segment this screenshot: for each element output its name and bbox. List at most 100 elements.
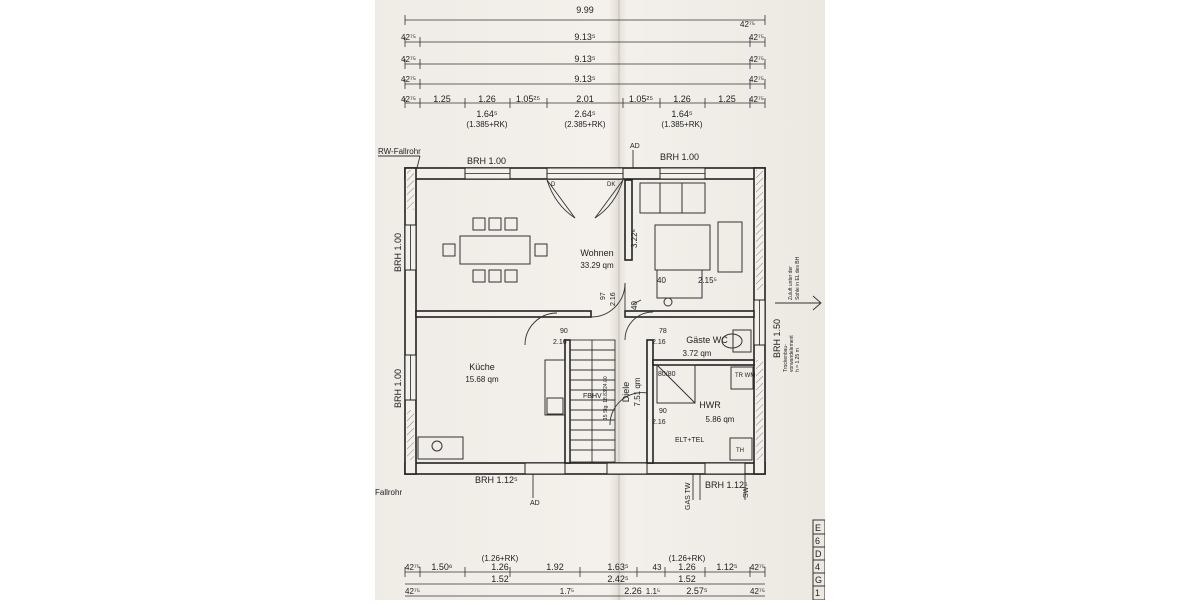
- tr-wm-label: TR WM: [735, 373, 755, 379]
- dim-bottom-r1-0: 42⁷⁵: [405, 563, 420, 572]
- dim-row5-4: 2.01: [576, 94, 594, 104]
- dim-bottom-r2-1: 2.42⁵: [607, 574, 629, 584]
- dining-table-group: [442, 217, 548, 283]
- dim-row4-left: 42⁷⁵: [401, 75, 416, 84]
- room-area-gaeste-wc: 3.72 qm: [683, 349, 712, 358]
- title-block-1: 6: [815, 536, 820, 546]
- brh-top-left: BRH 1.00: [467, 156, 506, 166]
- room-area-diele: 7.51 qm: [633, 377, 642, 406]
- rw-fallrohr-label: RW-Fallrohr: [378, 147, 421, 156]
- height-322-label: 3.22⁶: [630, 229, 639, 248]
- dim-row5-0: 42⁷⁵: [401, 95, 416, 104]
- door-78-height: 2.16: [652, 339, 666, 346]
- shower-label: 80/80: [658, 371, 676, 378]
- dim-bottom-r1-5: 1.63⁵: [607, 562, 629, 572]
- dim-row5-3: 1.05²⁵: [516, 94, 541, 104]
- wall-hwr-left: [646, 339, 654, 464]
- len-40b-label: 40: [630, 301, 639, 310]
- title-block-3: 4: [815, 562, 820, 572]
- door-90b-label: 90: [659, 408, 667, 415]
- side-sofa: [717, 221, 743, 273]
- dim-row5-8: 42⁷⁵: [749, 95, 764, 104]
- wall-kitchen-top: [415, 310, 592, 318]
- room-name-kueche: Küche: [469, 362, 495, 372]
- room-area-wohnen: 33.29 qm: [580, 261, 614, 270]
- dim-row2-left: 42⁷⁵: [401, 33, 416, 42]
- dim-row3-left: 42⁷⁵: [401, 55, 416, 64]
- door-90a-height: 2.16: [553, 339, 567, 346]
- dim-total-row3: 9.13⁵: [574, 54, 596, 64]
- dim-bottom-r3-2: 2.26: [624, 586, 642, 596]
- opening-width-center: 2.64⁵: [574, 109, 596, 119]
- dim-row5-2: 1.26: [478, 94, 496, 104]
- dim-row2-right: 42⁷⁵: [749, 33, 764, 42]
- dim-row5-7: 1.25: [718, 94, 736, 104]
- door-90b-height: 2.16: [652, 419, 666, 426]
- dim-bottom-r1-6: 43: [653, 563, 662, 572]
- dim-total-row4: 9.13⁵: [574, 74, 596, 84]
- side-note-5: h = 1.25 m: [795, 348, 801, 372]
- brh-left-lower: BRH 1.00: [393, 369, 403, 408]
- dim-bottom-r3-3: 1.1⁵: [646, 587, 660, 596]
- side-note-2: Sohle in EL des BH: [795, 256, 801, 300]
- brh-bottom-right: BRH 1.12⁵: [705, 480, 748, 490]
- th-label: TH: [736, 448, 744, 454]
- opening-width-left: 1.64⁵: [476, 109, 498, 119]
- title-block-2: D: [815, 549, 822, 559]
- doors: [524, 179, 654, 426]
- dim-bottom-r3-0: 42⁷⁵: [405, 587, 420, 596]
- ad-top-label: AD: [630, 143, 640, 150]
- opening-note-right: (1.385+RK): [661, 120, 702, 129]
- shower-tray: [656, 364, 696, 404]
- dim-row5-5: 1.05²⁵: [629, 94, 654, 104]
- dim-bottom-r1-3: 1.26: [491, 562, 509, 572]
- exterior-annotations: RW-Fallrohr BRH 1.00 BRH 1.00 AD BRH 1.0…: [375, 143, 822, 510]
- dim-bottom-r3-4: 2.57⁵: [686, 586, 708, 596]
- dim-row5-1: 1.25: [433, 94, 451, 104]
- wall-wc-top: [624, 310, 755, 318]
- dim-bottom-r1-8: 1.26: [678, 562, 696, 572]
- kitchen-units: [417, 359, 566, 460]
- title-block-4: G: [815, 575, 822, 585]
- kitchen-counter: [544, 359, 566, 416]
- dim-bottom-r1-10: 42⁷⁵: [750, 563, 765, 572]
- dim-bottom-r1-4: 1.92: [546, 562, 564, 572]
- door-97-label: 97: [600, 292, 607, 300]
- wc-fixtures: [656, 329, 754, 461]
- kitchen-sink-unit: [417, 436, 464, 460]
- sw-label: SW: [743, 486, 750, 498]
- dim-bottom-r1-1: 1.50⁶: [431, 562, 453, 572]
- interior-annotations: 3.22⁶ 40 2.15⁵ 40 97 2.16 90 2.16 78 2.1…: [553, 229, 755, 454]
- sofa-group: [639, 182, 743, 307]
- bottom-dimension-chains: 42⁷⁵ 1.50⁶ (1.26+RK) 1.26 1.92 1.63⁵ 43 …: [404, 554, 766, 597]
- staircase: [569, 339, 616, 463]
- elt-tel-label: ELT+TEL: [675, 437, 704, 444]
- dim-bottom-r1-2: (1.26+RK): [482, 554, 519, 563]
- dim-bottom-r3-5: 42⁷⁵: [750, 587, 765, 596]
- dim-row4-right: 42⁷⁵: [749, 75, 764, 84]
- top-dimension-chains: 9.99 42⁷⁵ 42⁷⁵ 9.13⁵ 42⁷⁵ 42⁷⁵ 9.13⁵ 42⁷…: [401, 5, 766, 129]
- room-name-wohnen: Wohnen: [580, 248, 613, 258]
- title-block-5: 1: [815, 588, 820, 598]
- gas-tw-label: GAS TW: [685, 482, 692, 510]
- floor-plan-drawing: 9.99 42⁷⁵ 42⁷⁵ 9.13⁵ 42⁷⁵ 42⁷⁵ 9.13⁵ 42⁷…: [375, 0, 826, 601]
- door-97-height: 2.16: [610, 292, 617, 306]
- room-name-gaeste-wc: Gäste WC: [686, 335, 728, 345]
- fallrohr-label: Fallrohr: [375, 488, 402, 497]
- door-dk-label: DK: [607, 182, 615, 188]
- dim-bottom-r2-2: 1.52: [678, 574, 696, 584]
- len-215-label: 2.15⁵: [698, 276, 717, 285]
- room-name-diele: Diele: [621, 382, 631, 403]
- dim-bottom-r3-1: 1.7⁵: [560, 587, 574, 596]
- brh-top-right: BRH 1.00: [660, 152, 699, 162]
- room-name-hwr: HWR: [699, 400, 721, 410]
- opening-note-left: (1.385+RK): [466, 120, 507, 129]
- dining-table: [459, 235, 531, 265]
- side-note-3: Trockenbau-: [783, 344, 789, 372]
- heat-unit: [729, 437, 753, 461]
- room-area-hwr: 5.86 qm: [706, 415, 735, 424]
- opening-note-center: (2.385+RK): [564, 120, 605, 129]
- brh-bottom-left: BRH 1.12⁵: [475, 475, 518, 485]
- wall-left: [404, 167, 417, 475]
- brh-right: BRH 1.50: [772, 319, 782, 358]
